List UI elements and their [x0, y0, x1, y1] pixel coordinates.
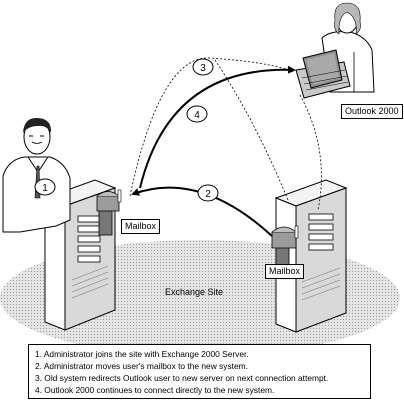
arrow-step-3 [129, 57, 295, 197]
step-number-3: 3 [200, 63, 206, 74]
mailbox-left-icon [96, 189, 122, 236]
redirect-line-new-server [214, 59, 289, 201]
arrow-step-4 [139, 65, 296, 189]
administrator-figure [2, 117, 71, 233]
mailbox-right-icon [271, 225, 299, 266]
step-circle-2: 2 [197, 184, 219, 202]
step-circle-1: 1 [34, 178, 56, 196]
legend-step-3: 3. Old system redirects Outlook user to … [35, 373, 329, 383]
laptop-to-new-server-line [299, 94, 322, 211]
legend-step-1: 1. Administrator joins the site with Exc… [35, 349, 249, 359]
steps-legend: 1. Administrator joins the site with Exc… [28, 344, 371, 399]
step-circle-3: 3 [192, 58, 214, 76]
step-number-1: 1 [42, 183, 48, 194]
outlook-client-label: Outlook 2000 [341, 104, 403, 119]
mailbox-left-label: Mailbox [121, 219, 161, 234]
step-circle-4: 4 [186, 105, 208, 123]
legend-step-2: 2. Administrator moves user's mailbox to… [35, 361, 248, 371]
step-number-2: 2 [205, 189, 211, 200]
laptop-icon [295, 49, 351, 99]
legend-step-4: 4. Outlook 2000 continues to connect dir… [35, 385, 275, 395]
exchange-site-label: Exchange Site [165, 287, 224, 297]
step-number-4: 4 [194, 110, 200, 121]
mailbox-right-label: Mailbox [265, 264, 305, 279]
